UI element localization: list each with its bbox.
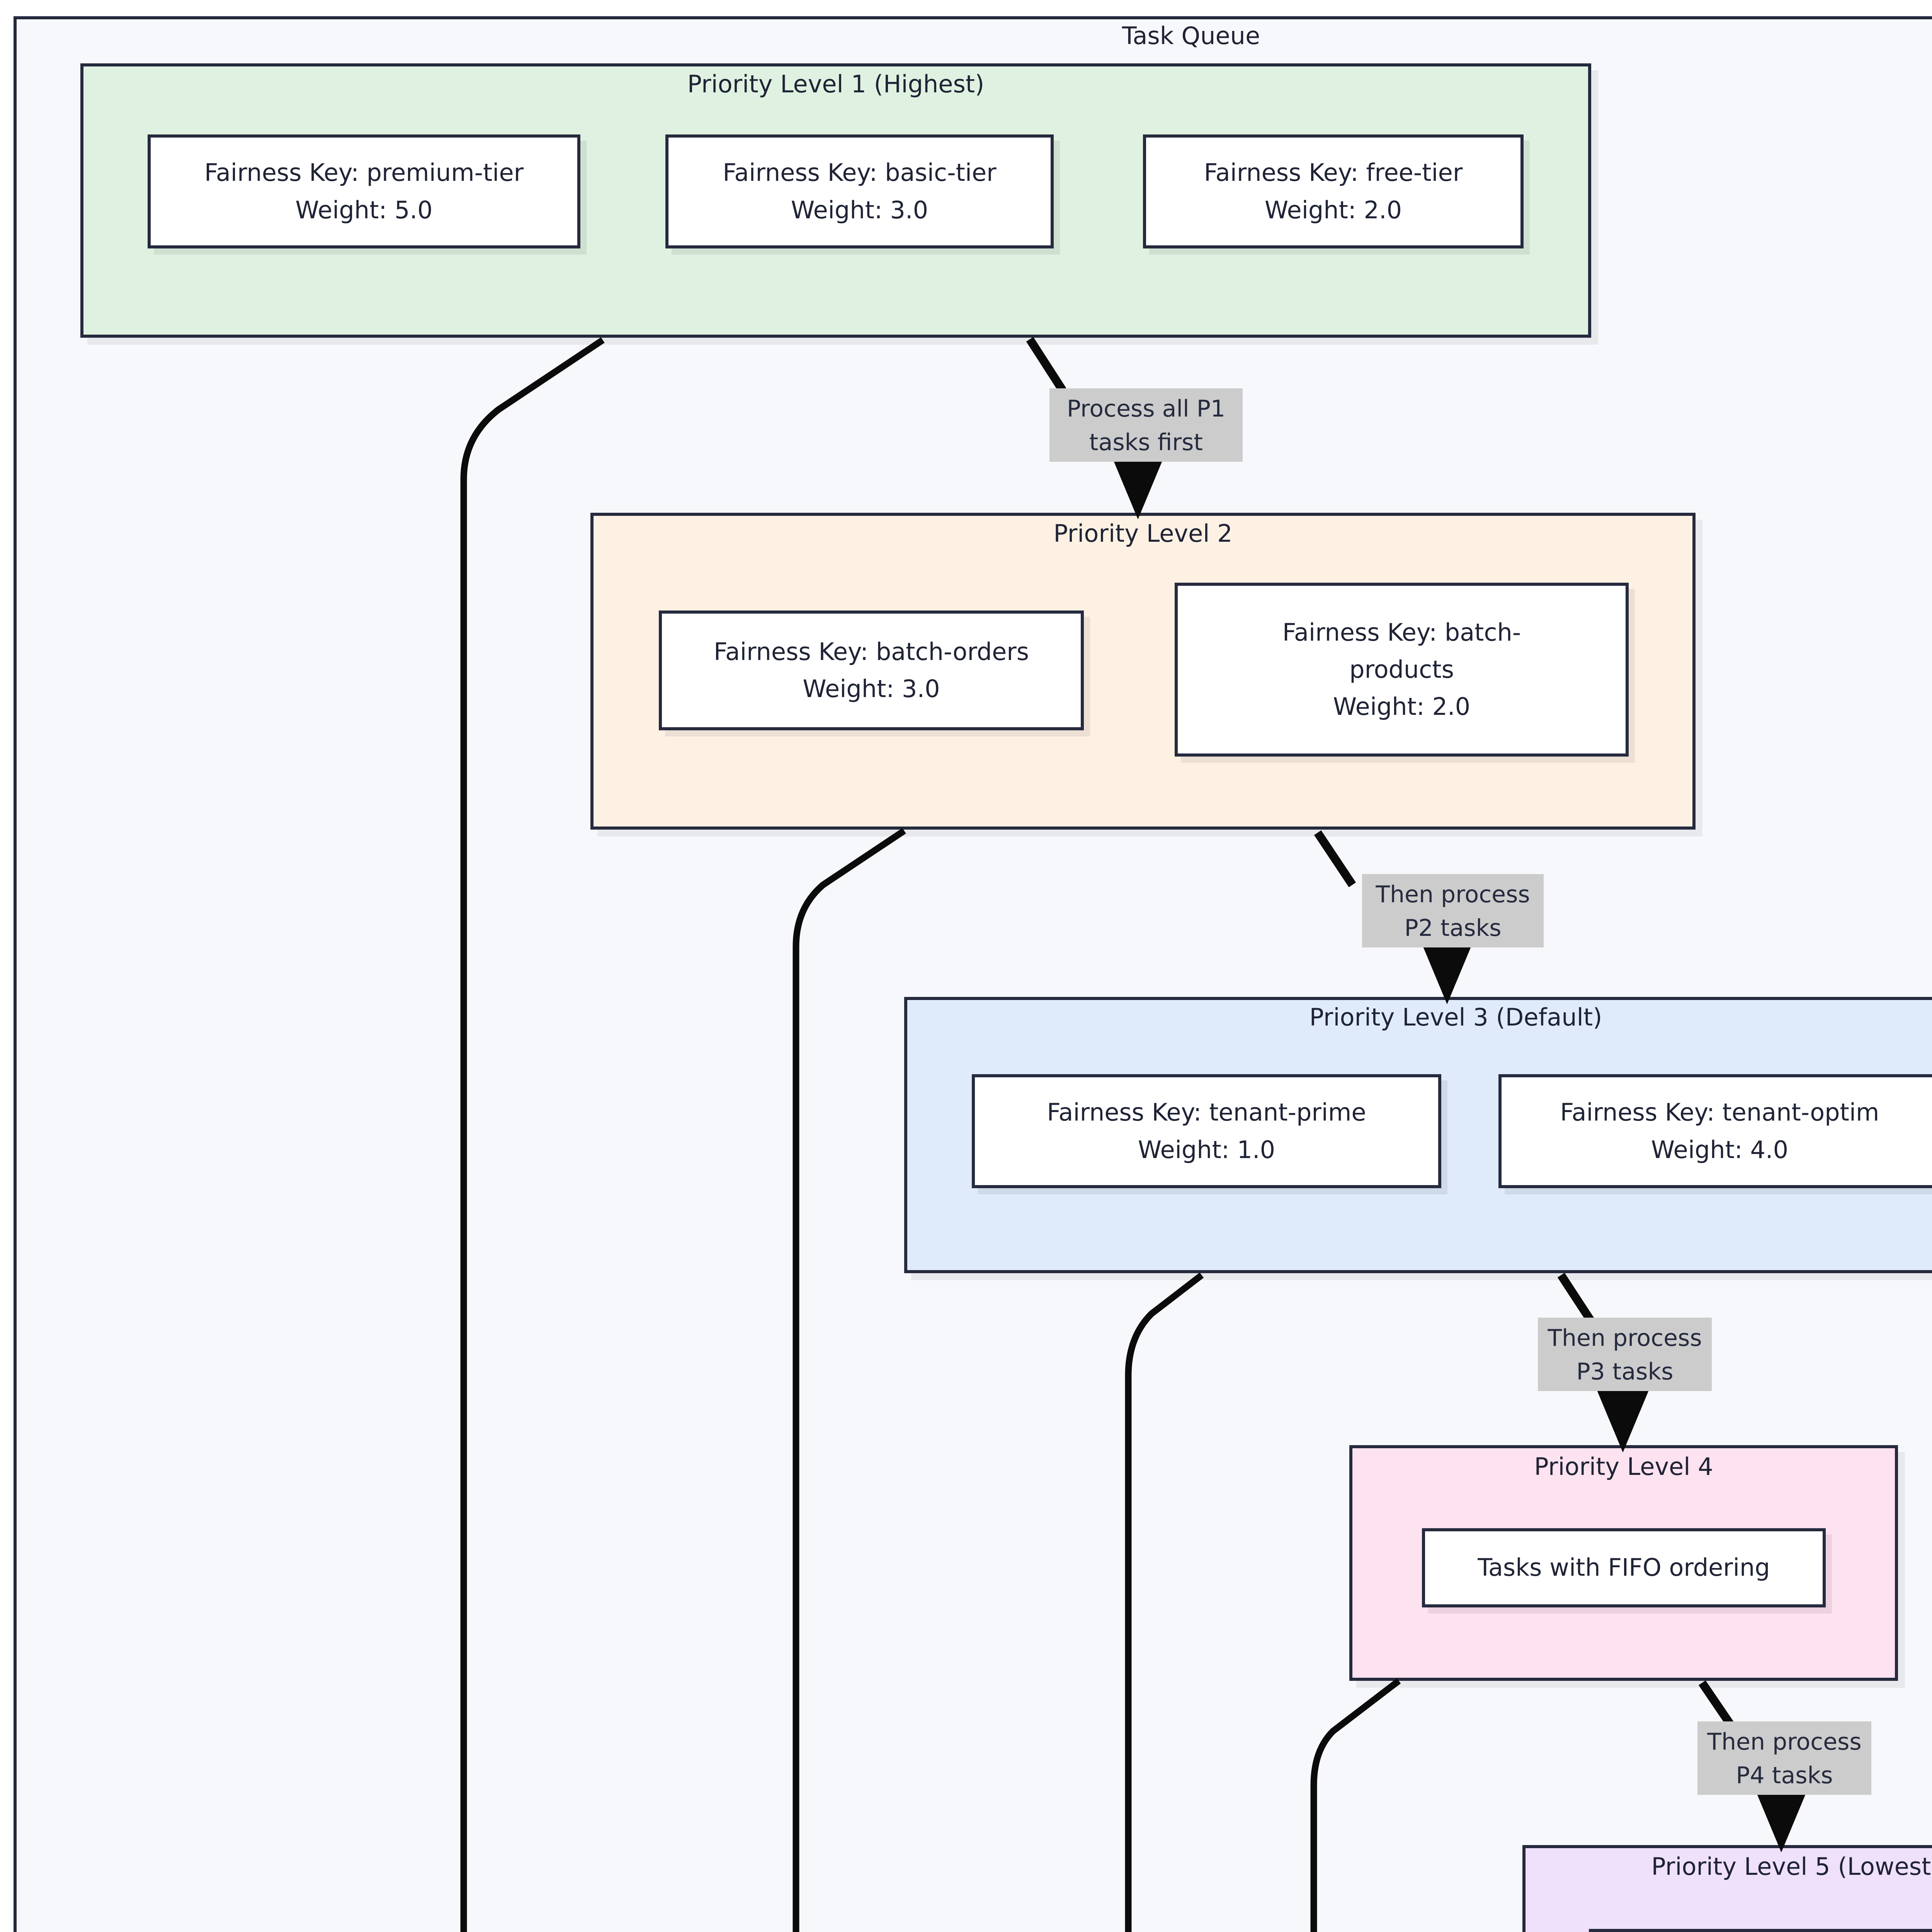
fifo-task-node[interactable]: Tasks with FIFO ordering <box>1589 1929 1932 1932</box>
cluster-priority-level-4-title: Priority Level 4 <box>1534 1452 1713 1481</box>
edge-p1-workers <box>460 337 605 1932</box>
cluster-priority-level-5-title: Priority Level 5 (Lowest) <box>1651 1852 1932 1881</box>
fairness-key-node[interactable]: Fairness Key: tenant-optim Weight: 4.0 <box>1498 1074 1932 1188</box>
fairness-key-node[interactable]: Fairness Key: batch- products Weight: 2.… <box>1175 583 1629 757</box>
fifo-label: Tasks with FIFO ordering <box>1478 1553 1770 1582</box>
fairness-key-node[interactable]: Fairness Key: premium-tier Weight: 5.0 <box>148 134 580 248</box>
weight-label: Weight: 3.0 <box>803 675 940 703</box>
edge-label-p4-p5: Then process P4 tasks <box>1697 1721 1871 1795</box>
fairness-key-node[interactable]: Fairness Key: tenant-prime Weight: 1.0 <box>972 1074 1441 1188</box>
fairness-key-label: Fairness Key: tenant-optim <box>1560 1098 1879 1127</box>
fairness-key-label: Fairness Key: tenant-prime <box>1047 1098 1366 1127</box>
cluster-priority-level-1-title: Priority Level 1 (Highest) <box>687 70 985 98</box>
fairness-key-label-wrap: products <box>1349 655 1454 684</box>
edge-label-p3-p4: Then process P3 tasks <box>1538 1318 1712 1391</box>
edge-p4-workers <box>1310 1678 1401 1932</box>
fairness-key-label: Fairness Key: batch- <box>1282 618 1521 646</box>
edge-label-p1-p2: Process all P1 tasks first <box>1049 388 1243 462</box>
weight-label: Weight: 3.0 <box>791 196 929 224</box>
weight-label: Weight: 1.0 <box>1138 1135 1276 1164</box>
weight-label: Weight: 2.0 <box>1264 196 1402 224</box>
fairness-key-label: Fairness Key: premium-tier <box>204 158 524 187</box>
weight-label: Weight: 4.0 <box>1651 1135 1789 1164</box>
cluster-task-queue-title: Task Queue <box>1122 22 1260 50</box>
weight-label: Weight: 2.0 <box>1333 692 1471 721</box>
fifo-task-node[interactable]: Tasks with FIFO ordering <box>1422 1528 1826 1607</box>
fairness-key-label: Fairness Key: basic-tier <box>723 158 997 187</box>
edge-p1-p2-upper <box>1026 337 1066 393</box>
weight-label: Weight: 5.0 <box>295 196 433 224</box>
fairness-key-label: Fairness Key: batch-orders <box>713 637 1029 666</box>
edge-p3-p4-upper <box>1557 1272 1598 1328</box>
edge-p2-workers <box>793 828 906 1932</box>
edge-p3-workers <box>1125 1272 1204 1932</box>
cluster-priority-level-3-title: Priority Level 3 (Default) <box>1309 1003 1602 1031</box>
cluster-priority-level-2-title: Priority Level 2 <box>1053 519 1233 548</box>
edge-p2-p3-upper <box>1314 830 1356 888</box>
edge-label-p2-p3: Then process P2 tasks <box>1362 874 1544 947</box>
cluster-priority-level-5 <box>1522 1845 1932 1932</box>
fairness-key-label: Fairness Key: free-tier <box>1204 158 1463 187</box>
fairness-key-node[interactable]: Fairness Key: basic-tier Weight: 3.0 <box>665 134 1054 248</box>
fairness-key-node[interactable]: Fairness Key: free-tier Weight: 2.0 <box>1143 134 1524 248</box>
fairness-key-node[interactable]: Fairness Key: batch-orders Weight: 3.0 <box>659 611 1084 730</box>
